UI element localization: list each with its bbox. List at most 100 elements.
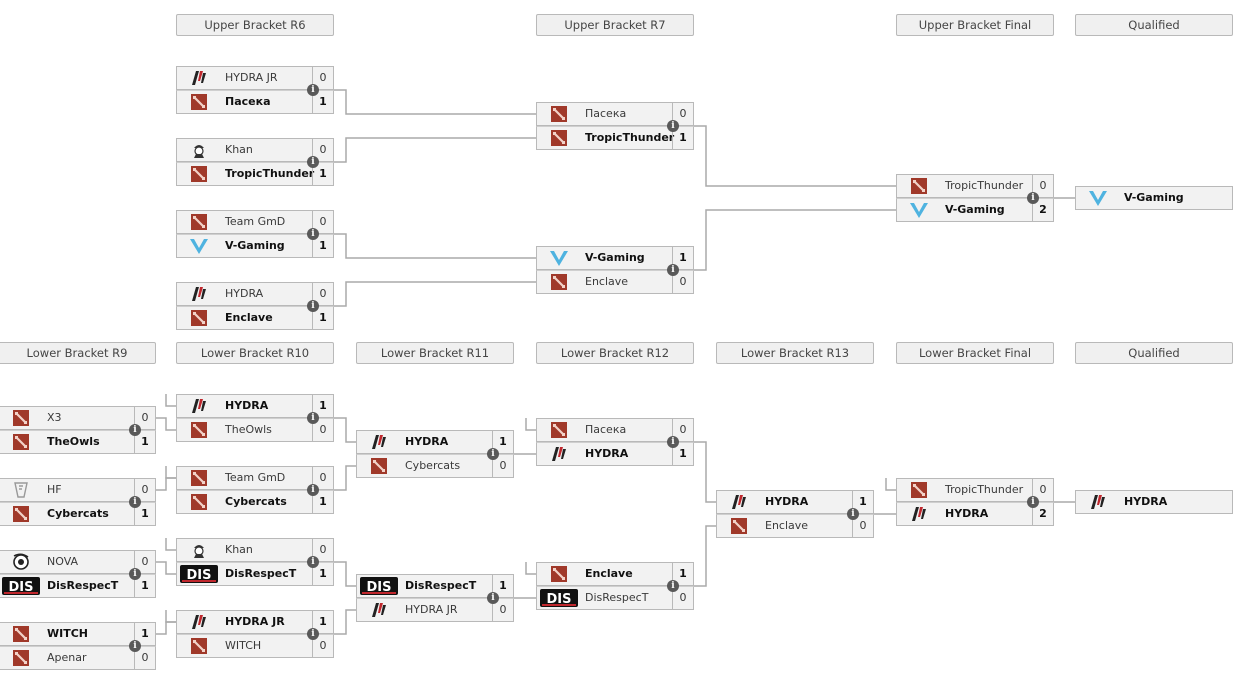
team-score: 1 [312,307,333,329]
qualified-upper[interactable]: V-Gaming [1075,186,1233,210]
team-score: 1 [134,575,155,597]
dota-logo [537,103,581,125]
connector-line [334,417,356,443]
connector-line [156,561,176,575]
team-name: Enclave [585,567,633,580]
dota-logo [537,271,581,293]
dis-logo: DIS [537,587,581,609]
match-info-icon[interactable]: i [487,592,499,604]
match-info-icon[interactable]: i [307,300,319,312]
dota-logo [177,635,221,657]
match-info-icon[interactable]: i [307,412,319,424]
match-info-icon[interactable]: i [307,556,319,568]
team-score: 1 [852,491,873,513]
qualified-lower[interactable]: HYDRA [1075,490,1233,514]
team-name: X3 [47,411,62,424]
hydra-logo [177,611,221,633]
team-name: HYDRA JR [225,71,278,84]
match-info-icon[interactable]: i [307,156,319,168]
team-score: 1 [672,127,693,149]
connector-line [525,418,536,431]
match-info-icon[interactable]: i [667,580,679,592]
qualified-team-name: V-Gaming [1124,191,1184,204]
team-name: WITCH [47,627,89,640]
match-info-icon[interactable]: i [129,640,141,652]
match-info-icon[interactable]: i [307,484,319,496]
match-info-icon[interactable]: i [129,424,141,436]
match-info-icon[interactable]: i [847,508,859,520]
dota-logo [177,467,221,489]
match-info-icon[interactable]: i [667,120,679,132]
match-info-icon[interactable]: i [1027,192,1039,204]
dota-logo [177,307,221,329]
connector-line [156,417,176,431]
match-info-icon[interactable]: i [307,84,319,96]
match-info-icon[interactable]: i [307,228,319,240]
dis-logo: DIS [177,563,221,585]
team-name: Cybercats [225,495,287,508]
dota-logo [537,127,581,149]
hydra-logo [357,431,401,453]
team-name: TropicThunder [945,483,1024,496]
match-info-icon[interactable]: i [487,448,499,460]
header-lower-final: Lower Bracket Final [896,342,1054,364]
dota-logo [177,91,221,113]
nova-logo [0,551,43,573]
team-score: 0 [492,599,513,621]
match-info-icon[interactable]: i [129,496,141,508]
match-info-icon[interactable]: i [667,264,679,276]
team-name: Enclave [765,519,809,532]
connector-line [165,466,176,479]
match-info-icon[interactable]: i [307,628,319,640]
dota-logo [537,419,581,441]
match-info-icon[interactable]: i [129,568,141,580]
team-name: Пасека [585,107,627,120]
connector-line [694,125,896,187]
match-info-icon[interactable]: i [1027,496,1039,508]
khan-logo [177,539,221,561]
match-info-icon[interactable]: i [667,436,679,448]
team-name: HYDRA [945,507,989,520]
team-name: HYDRA [225,399,269,412]
connector-line [165,394,176,407]
